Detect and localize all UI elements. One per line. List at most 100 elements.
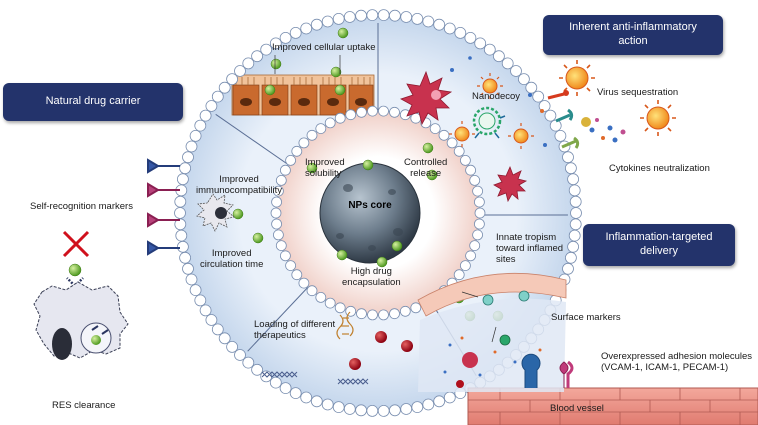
membrane-bead bbox=[501, 57, 514, 70]
membrane-bead bbox=[315, 123, 327, 135]
adhesion-line2: (VCAM-1, ICAM-1, PECAM-1) bbox=[601, 361, 729, 373]
membrane-bead bbox=[525, 81, 538, 94]
membrane-bead bbox=[271, 218, 283, 230]
membrane-bead bbox=[176, 173, 189, 186]
membrane-bead bbox=[549, 119, 562, 132]
membrane-bead bbox=[205, 100, 218, 112]
membrane-bead bbox=[454, 27, 467, 39]
membrane-bead bbox=[174, 195, 187, 208]
high-drug-line1: High drug bbox=[350, 266, 392, 277]
membrane-bead bbox=[218, 332, 231, 345]
membrane-bead bbox=[474, 37, 487, 50]
red-drug-icon bbox=[349, 331, 413, 370]
membrane-bead bbox=[179, 251, 192, 264]
res-clearance-label: RES clearance bbox=[52, 400, 116, 411]
membrane-bead bbox=[433, 18, 446, 31]
membrane-bead bbox=[218, 81, 231, 94]
membrane-bead bbox=[366, 9, 379, 22]
nps-core-label: NPs core bbox=[348, 200, 392, 211]
self-recognition-markers-label: Self-recognition markers bbox=[30, 201, 133, 212]
membrane-bead bbox=[568, 184, 581, 197]
membrane-bead bbox=[270, 207, 282, 219]
membrane-bead bbox=[179, 162, 192, 175]
membrane-bead bbox=[310, 18, 323, 31]
membrane-bead bbox=[300, 22, 313, 35]
membrane-bead bbox=[306, 285, 318, 297]
controlled-release-line1: Controlled bbox=[404, 157, 448, 168]
nanodecoy-label: Nanodecoy bbox=[472, 91, 521, 102]
inflammation-targeted-label-2: delivery bbox=[640, 245, 678, 257]
adhesion-molecules-label: Overexpressed adhesion molecules (VCAM-1… bbox=[601, 351, 752, 374]
membrane-bead bbox=[388, 404, 401, 417]
membrane-bead bbox=[433, 395, 446, 408]
membrane-bead bbox=[321, 15, 334, 28]
membrane-bead bbox=[569, 218, 582, 231]
virus-icon bbox=[454, 78, 529, 144]
membrane-bead bbox=[324, 297, 336, 309]
membrane-bead bbox=[199, 304, 212, 317]
membrane-bead bbox=[389, 308, 400, 320]
membrane-bead bbox=[226, 73, 239, 85]
membrane-bead bbox=[334, 112, 346, 124]
membrane-bead bbox=[194, 119, 207, 132]
blood-vessel-icon bbox=[467, 387, 758, 425]
membrane-bead bbox=[345, 109, 357, 121]
membrane-bead bbox=[465, 164, 477, 176]
high-drug-line2: encapsulation bbox=[342, 276, 401, 288]
surface-markers-label: Surface markers bbox=[551, 312, 621, 323]
membrane-bead bbox=[185, 273, 198, 286]
membrane-bead bbox=[269, 37, 282, 50]
membrane-bead bbox=[321, 398, 334, 411]
membrane-bead bbox=[189, 129, 202, 142]
receptor-icon bbox=[547, 90, 591, 149]
membrane-bead bbox=[182, 262, 194, 275]
tropism-line1: Innate tropism bbox=[496, 232, 557, 243]
membrane-bead bbox=[275, 174, 287, 186]
circulation-line1: Improved bbox=[211, 248, 252, 259]
membrane-bead bbox=[272, 185, 284, 197]
membrane-bead bbox=[343, 403, 356, 415]
membrane-bead bbox=[473, 218, 485, 230]
membrane-bead bbox=[176, 240, 189, 253]
membrane-bead bbox=[399, 305, 411, 317]
membrane-bead bbox=[226, 340, 239, 353]
membrane-bead bbox=[569, 195, 582, 208]
membrane-bead bbox=[185, 140, 198, 153]
membrane-bead bbox=[562, 262, 574, 275]
membrane-bead bbox=[199, 109, 212, 122]
inflamed-cell-icon bbox=[400, 70, 528, 203]
membrane-bead bbox=[315, 291, 327, 303]
membrane-bead bbox=[483, 43, 496, 56]
membrane-bead bbox=[279, 32, 292, 44]
cytokine-dots-icon bbox=[450, 56, 626, 147]
anti-inflammatory-label-1: Inherent anti-inflammatory bbox=[569, 21, 697, 34]
membrane-bead bbox=[492, 50, 505, 63]
inflamed-tissue-icon bbox=[417, 272, 567, 392]
membrane-bead bbox=[251, 50, 264, 63]
membrane-bead bbox=[544, 109, 557, 122]
membrane-bead bbox=[332, 401, 345, 414]
membrane-bead bbox=[473, 196, 485, 208]
epithelial-cells-icon bbox=[231, 74, 375, 116]
inflammation-targeted-label-1: Inflammation-targeted bbox=[605, 231, 713, 244]
membrane-bead bbox=[298, 137, 310, 149]
membrane-bead bbox=[300, 391, 313, 404]
improved-cellular-uptake-label: Improved cellular uptake bbox=[272, 42, 376, 53]
membrane-bead bbox=[378, 105, 389, 117]
improved-solubility-line2: solubility bbox=[305, 167, 342, 179]
blood-vessel-label: Blood vessel bbox=[550, 403, 604, 414]
membrane-bead bbox=[472, 229, 484, 241]
membrane-bead bbox=[459, 260, 471, 272]
membrane-bead bbox=[472, 185, 484, 197]
dna-helix-icon bbox=[336, 311, 354, 340]
natural-drug-carrier-label: Natural drug carrier bbox=[45, 95, 141, 108]
circulation-line2: circulation time bbox=[200, 258, 264, 270]
membrane-bead bbox=[291, 145, 303, 157]
membrane-bead bbox=[324, 117, 336, 129]
anti-inflammatory-box: Inherent anti-inflammatory action bbox=[543, 15, 723, 55]
inflammation-targeted-box: Inflammation-targeted delivery bbox=[583, 224, 735, 266]
membrane-bead bbox=[565, 251, 577, 264]
membrane-bead bbox=[389, 106, 400, 118]
membrane-bead bbox=[443, 391, 456, 404]
high-drug-encapsulation-label: High drug encapsulation bbox=[342, 266, 401, 289]
